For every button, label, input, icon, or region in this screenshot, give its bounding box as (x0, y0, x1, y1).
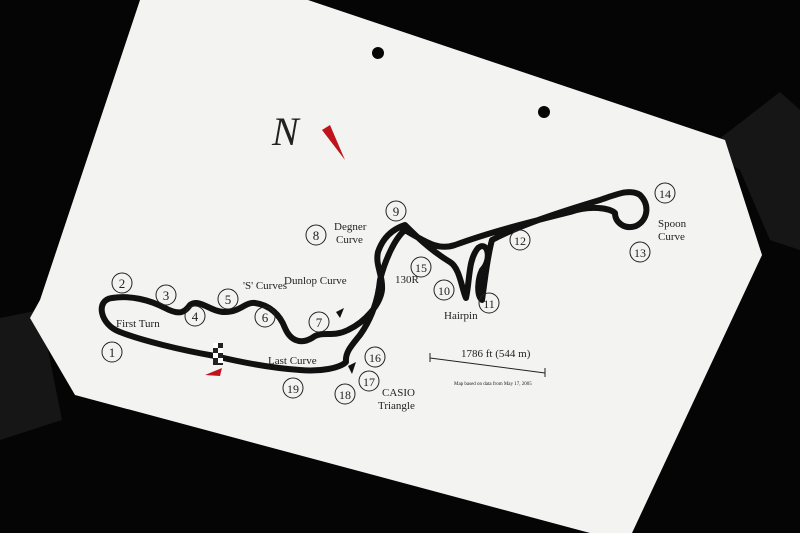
casio-arrow-icon (348, 362, 356, 374)
turn-marker: 1 (101, 341, 123, 363)
turn-marker: 4 (184, 305, 206, 327)
svg-text:18: 18 (339, 388, 351, 402)
label-last-curve: Last Curve (268, 355, 317, 367)
turn-marker: 2 (111, 272, 133, 294)
svg-text:5: 5 (225, 292, 232, 307)
turn-marker: 7 (308, 311, 330, 333)
scale-note: Map based on data from May 17, 2005 (454, 382, 532, 387)
turn-marker: 17 (358, 370, 380, 392)
turn-marker: 6 (254, 306, 276, 328)
punch-hole (372, 47, 384, 59)
svg-text:12: 12 (514, 234, 526, 248)
turn-marker: 13 (629, 241, 651, 263)
turn-marker: 3 (155, 284, 177, 306)
label-degner-curve: Curve (336, 234, 363, 246)
svg-text:17: 17 (363, 375, 375, 389)
label-s-curves: 'S' Curves (243, 280, 287, 292)
svg-text:1: 1 (109, 345, 116, 360)
dunlop-arrow-icon (336, 308, 344, 318)
svg-text:14: 14 (659, 187, 671, 201)
scale-bar: 1786 ft (544 m) Map based on data from M… (429, 348, 546, 387)
turn-markers: 1 2 3 4 5 6 7 8 (101, 182, 676, 405)
turn-marker: 15 (410, 256, 432, 278)
label-dunlop-curve: Dunlop Curve (284, 275, 347, 287)
turn-marker: 19 (282, 377, 304, 399)
turn-marker: 10 (433, 279, 455, 301)
svg-text:6: 6 (262, 310, 269, 325)
label-hairpin: Hairpin (444, 310, 478, 322)
svg-text:8: 8 (313, 228, 320, 243)
turn-marker: 18 (334, 383, 356, 405)
turn-marker: 12 (509, 229, 531, 251)
svg-text:10: 10 (438, 284, 450, 298)
label-spoon-curve: Curve (658, 231, 685, 243)
north-arrow-icon (322, 125, 345, 160)
svg-text:7: 7 (316, 315, 323, 330)
turn-marker: 5 (217, 288, 239, 310)
turn-marker: 8 (305, 224, 327, 246)
label-casio: CASIO (382, 387, 415, 399)
svg-text:4: 4 (192, 309, 199, 324)
turn-marker: 9 (385, 200, 407, 222)
svg-text:19: 19 (287, 382, 299, 396)
start-finish-flag-icon (205, 343, 223, 376)
label-degner: Degner (334, 221, 367, 233)
svg-text:16: 16 (369, 351, 381, 365)
svg-text:13: 13 (634, 246, 646, 260)
svg-text:15: 15 (415, 261, 427, 275)
svg-text:11: 11 (483, 297, 495, 311)
race-track (98, 189, 650, 374)
tape-right (705, 92, 800, 250)
label-casio-triangle: Triangle (378, 400, 415, 412)
turn-marker: 16 (364, 346, 386, 368)
scale-label: 1786 ft (544 m) (461, 348, 531, 360)
label-first-turn: First Turn (116, 318, 160, 330)
label-130r: 130R (395, 274, 420, 286)
svg-text:3: 3 (163, 288, 170, 303)
paper-sheet (30, 0, 762, 533)
turn-marker: 14 (654, 182, 676, 204)
svg-text:2: 2 (119, 276, 126, 291)
punch-hole (538, 106, 550, 118)
turn-marker: 11 (478, 292, 500, 314)
label-spoon: Spoon (658, 218, 687, 230)
north-letter: N (271, 109, 301, 154)
svg-text:9: 9 (393, 204, 400, 219)
